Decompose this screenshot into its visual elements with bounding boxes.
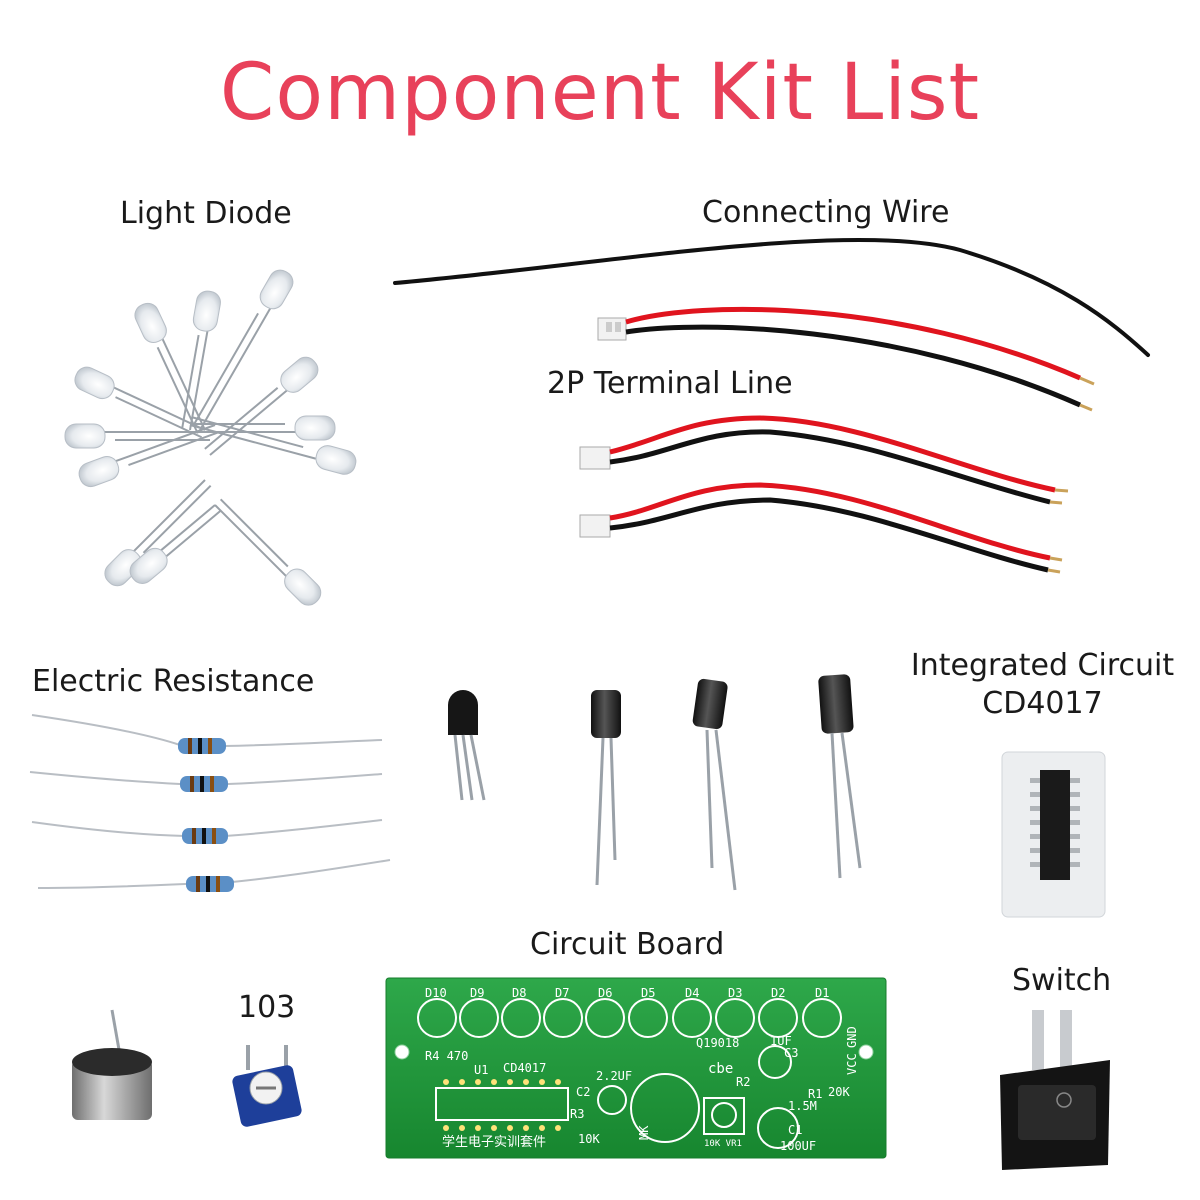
circuit-board-pcb: D10 D9 D8 D7 D6 D5 D4 D3 D2 D1 R4 470 U1… xyxy=(385,977,887,1159)
pcb-r1-label: R1 xyxy=(808,1087,822,1101)
capacitor-3 xyxy=(818,674,862,879)
resistance-label: Electric Resistance xyxy=(32,664,315,699)
transistor xyxy=(448,690,486,801)
pcb-20k-label: 20K xyxy=(828,1085,850,1099)
ic-label-line2: CD4017 xyxy=(982,686,1103,721)
led xyxy=(189,416,357,475)
pcb-led-pads xyxy=(417,998,842,1038)
ic-chip xyxy=(1001,751,1106,918)
pcb-led-label: D3 xyxy=(728,986,742,1000)
led xyxy=(214,498,322,606)
pcb-u1-label: U1 xyxy=(474,1063,488,1077)
switch-label: Switch xyxy=(1012,963,1112,998)
light-diode-label: Light Diode xyxy=(120,196,292,231)
led xyxy=(204,356,319,456)
pcb-c1-label: C1 xyxy=(788,1123,802,1137)
led-group xyxy=(64,269,357,606)
circuit-board-label: Circuit Board xyxy=(530,927,725,962)
led xyxy=(129,504,221,584)
terminal-line-label: 2P Terminal Line xyxy=(547,366,793,401)
potentiometer xyxy=(232,1045,302,1127)
pcb-led-label: D7 xyxy=(555,986,569,1000)
led xyxy=(134,302,206,434)
microphone xyxy=(72,1009,152,1120)
pcb-led-label: D8 xyxy=(512,986,526,1000)
pcb-cd4017-label: CD4017 xyxy=(503,1061,546,1075)
pcb-led-label: D5 xyxy=(641,986,655,1000)
pcb-q1-label: Q19018 xyxy=(696,1036,739,1050)
resistor-1 xyxy=(31,714,383,754)
pcb-vcc-label: VCC xyxy=(845,1053,859,1075)
resistor-3 xyxy=(31,819,383,844)
potentiometer-label: 103 xyxy=(238,990,296,1025)
connecting-wire-label: Connecting Wire xyxy=(702,195,950,230)
ic-label-line1: Integrated Circuit xyxy=(910,648,1175,683)
pcb-r4-label: R4 470 xyxy=(425,1049,468,1063)
pcb-100uf-label: 100UF xyxy=(780,1139,816,1153)
pcb-c3-label: C3 xyxy=(784,1046,798,1060)
terminal-line-1 xyxy=(597,306,1095,412)
pcb-15m-label: 1.5M xyxy=(788,1099,817,1113)
led xyxy=(74,366,206,439)
resistor-4 xyxy=(37,859,391,892)
page-title: Component Kit List xyxy=(219,48,981,138)
pcb-cbe-label: cbe xyxy=(708,1061,733,1077)
terminal-line-3 xyxy=(579,482,1063,574)
pcb-footer-label: 学生电子实训套件 xyxy=(442,1134,546,1150)
connecting-wire xyxy=(393,237,1150,357)
resistor-2 xyxy=(29,771,383,792)
pcb-r2-label: R2 xyxy=(736,1075,750,1089)
pcb-vr1-label: 10K VR1 xyxy=(704,1139,742,1149)
terminal-line-2 xyxy=(579,415,1069,505)
switch xyxy=(1000,1010,1110,1170)
pcb-gnd-label: GND xyxy=(845,1026,859,1048)
pcb-1uf-label: 1UF xyxy=(770,1034,792,1048)
pcb-c2-label: C2 xyxy=(576,1085,590,1099)
led xyxy=(78,424,219,488)
pcb-led-label: D1 xyxy=(815,986,829,1000)
pcb-led-label: D10 xyxy=(425,986,447,1000)
led xyxy=(181,290,221,431)
led xyxy=(64,423,210,449)
pcb-led-label: D2 xyxy=(771,986,785,1000)
pcb-led-label: D9 xyxy=(470,986,484,1000)
pcb-10k-label: 10K xyxy=(578,1132,600,1146)
pcb-led-label: D4 xyxy=(685,986,699,1000)
led xyxy=(192,269,294,431)
pcb-22uf-label: 2.2UF xyxy=(596,1069,632,1083)
pcb-led-label: D6 xyxy=(598,986,612,1000)
pcb-r3-label: R3 xyxy=(570,1107,584,1121)
capacitor-2 xyxy=(692,678,737,891)
capacitor-1 xyxy=(591,690,621,886)
led xyxy=(104,479,212,587)
